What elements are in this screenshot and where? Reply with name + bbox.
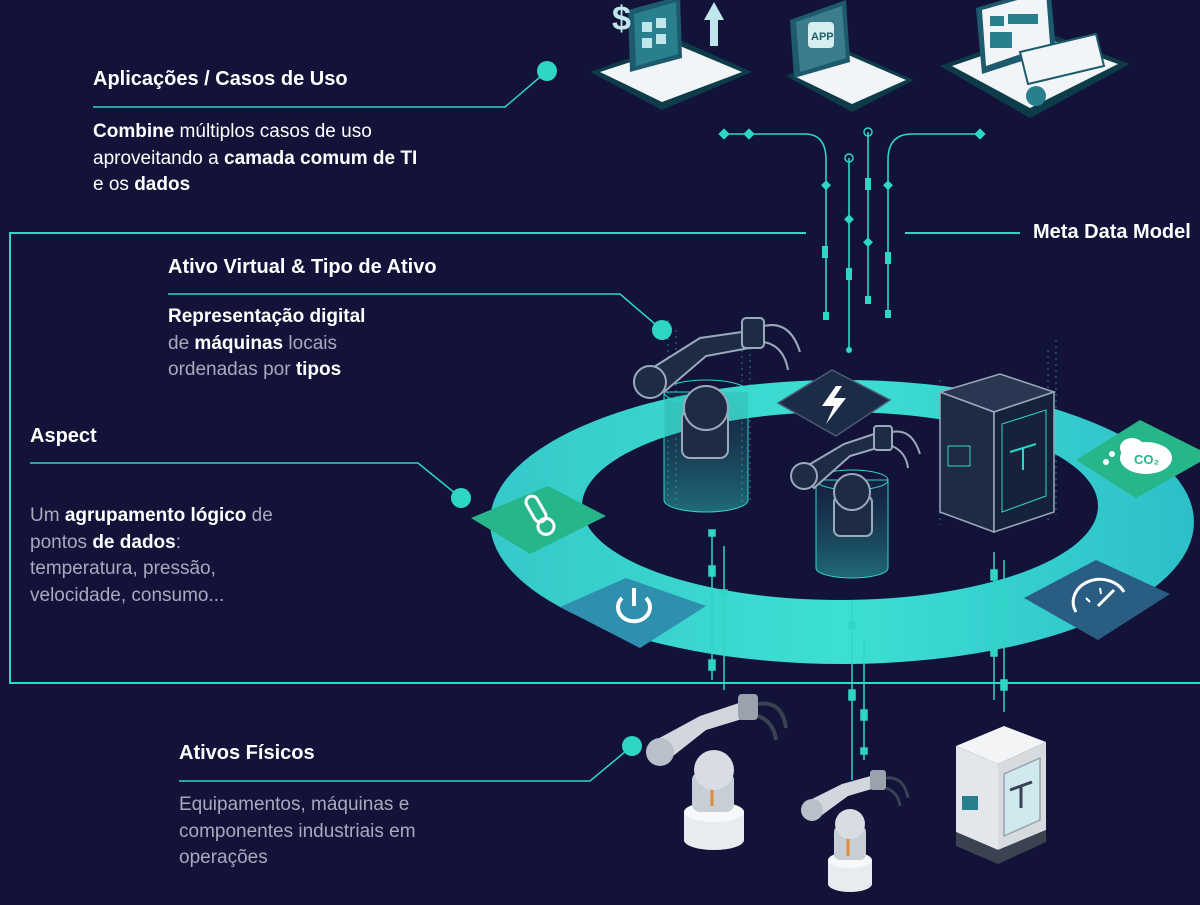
tile-lightning xyxy=(776,369,892,437)
lower-data-lines xyxy=(708,529,1008,780)
text-run: Equipamentos, máquinas e xyxy=(179,794,410,815)
text-run: de xyxy=(168,332,195,354)
physical-robot-arm-large xyxy=(646,694,788,850)
description-line: componentes industriais em xyxy=(179,819,416,846)
text-run: operações xyxy=(179,847,268,868)
data-flow-markers xyxy=(718,127,986,353)
svg-text:$: $ xyxy=(612,0,631,38)
laptop-dashboard xyxy=(940,0,1130,118)
physical-assets-description: Equipamentos, máquinas e componentes indu… xyxy=(179,792,416,872)
emphasis-text: tipos xyxy=(295,359,342,380)
emphasis-text: dados xyxy=(134,174,191,195)
description-line: temperatura, pressão, xyxy=(30,556,273,583)
meta-data-model-frame xyxy=(9,232,1200,684)
tile-co2: CO₂ xyxy=(1076,420,1200,498)
physical-assets-leader xyxy=(179,736,642,782)
emphasis-text: camada comum de TI xyxy=(224,147,418,169)
text-run: pontos xyxy=(30,531,93,553)
text-run: ordenadas por xyxy=(168,359,296,380)
virtual-robot-arm-small xyxy=(790,425,921,579)
description-line: operações xyxy=(179,845,416,872)
aspect-heading: Aspect xyxy=(30,425,97,447)
svg-text:CO₂: CO₂ xyxy=(1134,452,1160,467)
emphasis-text: agrupamento lógico xyxy=(64,505,247,526)
description-line: Representação digital xyxy=(168,304,365,331)
text-run: temperatura, pressão, xyxy=(30,558,216,579)
text-run: componentes industriais em xyxy=(179,820,416,842)
text-run: velocidade, consumo... xyxy=(30,584,225,606)
emphasis-text: Combine xyxy=(93,121,175,142)
description-line: pontos de dados: xyxy=(30,530,273,557)
tile-power xyxy=(560,578,706,648)
meta-data-model-heading: Meta Data Model xyxy=(1033,221,1191,243)
text-run: múltiplos casos de uso xyxy=(174,121,372,142)
description-line: aproveitando a camada comum de TI xyxy=(93,146,417,173)
applications-leader xyxy=(93,61,557,108)
lightning-icon xyxy=(822,386,846,424)
text-run: e os xyxy=(93,174,135,195)
physical-cabinet xyxy=(956,726,1046,864)
applications-heading: Aplicações / Casos de Uso xyxy=(93,68,348,90)
description-line: Equipamentos, máquinas e xyxy=(179,792,416,819)
emphasis-text: Representação digital xyxy=(168,306,366,327)
aspect-leader xyxy=(30,462,471,508)
laptop-app: APP xyxy=(786,0,914,112)
emphasis-text: máquinas xyxy=(194,332,284,354)
description-line: velocidade, consumo... xyxy=(30,583,273,610)
description-line: ordenadas por tipos xyxy=(168,357,365,384)
virtual-asset-leader xyxy=(168,293,672,340)
data-flow-lines xyxy=(724,132,980,350)
emphasis-text: de dados xyxy=(92,531,176,553)
text-run: : xyxy=(175,531,182,553)
laptop-finance: $ xyxy=(590,0,752,110)
text-run: locais xyxy=(283,332,337,354)
virtual-cabinet xyxy=(937,373,1057,534)
gauge-icon xyxy=(1071,577,1126,613)
text-run: aproveitando a xyxy=(93,147,224,169)
physical-assets-heading: Ativos Físicos xyxy=(179,742,315,764)
power-icon xyxy=(616,588,652,624)
description-line: e os dados xyxy=(93,172,417,199)
text-run: de xyxy=(246,505,273,526)
physical-robot-arm-small xyxy=(801,770,910,892)
tile-gauge xyxy=(1024,560,1170,640)
co2-icon: CO₂ xyxy=(1103,438,1172,474)
svg-text:APP: APP xyxy=(811,31,834,43)
thermometer-icon xyxy=(524,494,556,536)
description-line: de máquinas locais xyxy=(168,331,365,358)
virtual-asset-heading: Ativo Virtual & Tipo de Ativo xyxy=(168,256,437,278)
text-run: Um xyxy=(30,505,65,526)
virtual-robot-arm-large xyxy=(633,317,801,513)
description-line: Um agrupamento lógico de xyxy=(30,503,273,530)
description-line: Combine múltiplos casos de uso xyxy=(93,119,417,146)
tile-thermometer xyxy=(471,486,606,554)
